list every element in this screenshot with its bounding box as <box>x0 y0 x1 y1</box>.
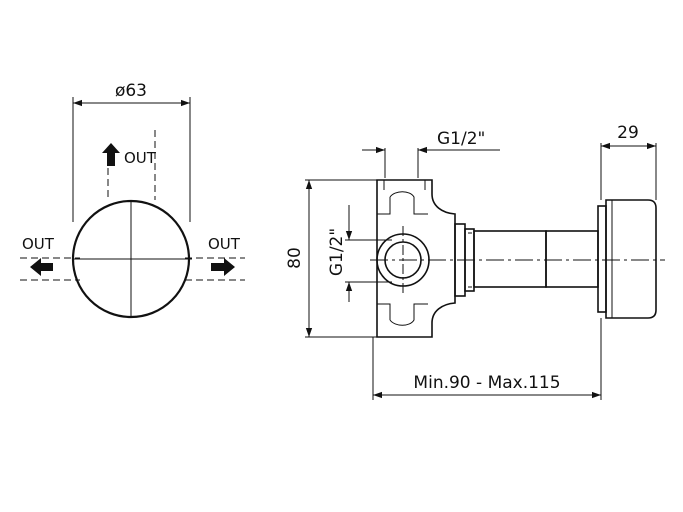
height-dimension: 80 <box>285 179 380 338</box>
cover-plate-circle <box>71 199 191 319</box>
thread-side-label: G1/2" <box>327 228 347 276</box>
arrow-right-icon <box>211 258 235 276</box>
front-view: ø63 OUT OUT OUT <box>20 81 245 319</box>
depth-range-dimension: Min.90 - Max.115 <box>372 318 602 400</box>
outlet-top-label: OUT <box>124 149 157 167</box>
arrow-up-icon <box>102 143 120 166</box>
thread-top-label: G1/2" <box>437 129 485 149</box>
arrow-left-icon <box>30 258 53 276</box>
diameter-label: ø63 <box>115 81 147 101</box>
side-view: G1/2" 29 80 G1/2" <box>285 123 665 400</box>
cover-cap <box>597 199 657 319</box>
depth-range-label: Min.90 - Max.115 <box>413 373 560 393</box>
thread-side-dimension: G1/2" <box>327 205 392 302</box>
diameter-dimension: ø63 <box>72 81 191 222</box>
thread-top-dimension: G1/2" <box>362 129 500 178</box>
cover-depth-label: 29 <box>617 123 639 143</box>
valve-body <box>376 179 456 338</box>
outlet-left-label: OUT <box>22 235 55 253</box>
height-label: 80 <box>285 247 305 269</box>
cover-depth-dimension: 29 <box>600 123 657 200</box>
outlet-right-label: OUT <box>208 235 241 253</box>
